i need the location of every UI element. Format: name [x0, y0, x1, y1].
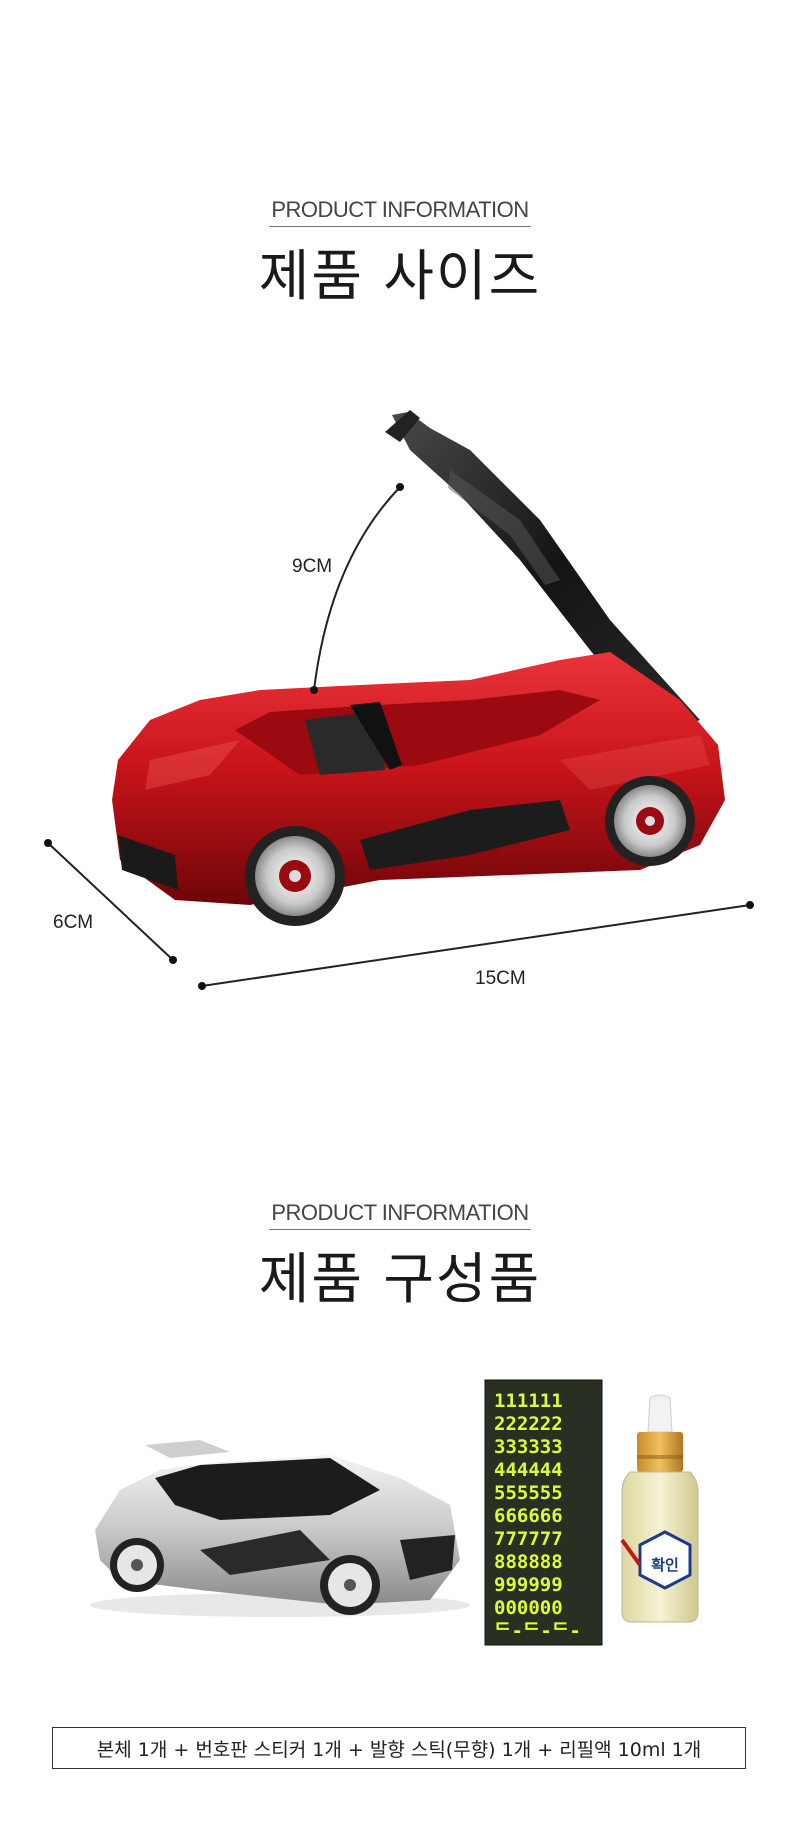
height-label: 9CM — [292, 556, 333, 577]
depth-dimension-line — [44, 839, 177, 964]
car-lid — [385, 410, 700, 735]
size-section-eyebrow: PRODUCT INFORMATION — [269, 197, 531, 227]
sticker-row-2: 222222 — [494, 1413, 563, 1435]
refill-bottle — [620, 1394, 699, 1623]
components-section-title: 제품 구성품 — [258, 1247, 542, 1311]
length-dimension-line — [198, 901, 754, 990]
sticker-row-4: 444444 — [494, 1459, 563, 1481]
sticker-row-11: ᄃ-ᄃ-ᄃ- — [494, 1620, 581, 1642]
components-caption-box: 본체 1개 + 번호판 스티커 1개 + 발향 스틱(무향) 1개 + 리필액 … — [52, 1727, 746, 1769]
silver-car-front-wheel — [110, 1538, 164, 1592]
sticker-row-8: 888888 — [494, 1551, 563, 1573]
height-dimension-line — [310, 483, 404, 694]
components-caption: 본체 1개 + 번호판 스티커 1개 + 발향 스틱(무향) 1개 + 리필액 … — [96, 1738, 702, 1761]
sticker-row-5: 555555 — [494, 1482, 563, 1504]
bottle-label: 확인 — [651, 1556, 679, 1574]
red-car-dimension-figure — [44, 410, 754, 990]
silver-car-rear-wheel — [320, 1555, 380, 1615]
sticker-row-7: 777777 — [494, 1528, 563, 1550]
depth-label: 6CM — [53, 912, 94, 933]
silver-car-body — [90, 1440, 470, 1617]
rear-wheel — [605, 776, 695, 866]
length-label: 15CM — [475, 968, 526, 989]
number-sticker-sheet — [484, 1379, 603, 1646]
sticker-row-6: 666666 — [494, 1505, 563, 1527]
components-section-eyebrow: PRODUCT INFORMATION — [269, 1200, 531, 1230]
size-section-header: PRODUCT INFORMATION 제품 사이즈 — [0, 197, 800, 311]
sticker-row-9: 999999 — [494, 1574, 563, 1596]
sticker-row-10: 000000 — [494, 1597, 563, 1619]
sticker-row-3: 333333 — [494, 1436, 563, 1458]
size-section-title: 제품 사이즈 — [258, 244, 542, 308]
red-car-body — [112, 652, 725, 905]
front-wheel — [245, 826, 345, 926]
sticker-row-1: 111111 — [494, 1390, 563, 1412]
components-section-header: PRODUCT INFORMATION 제품 구성품 — [0, 1200, 800, 1314]
